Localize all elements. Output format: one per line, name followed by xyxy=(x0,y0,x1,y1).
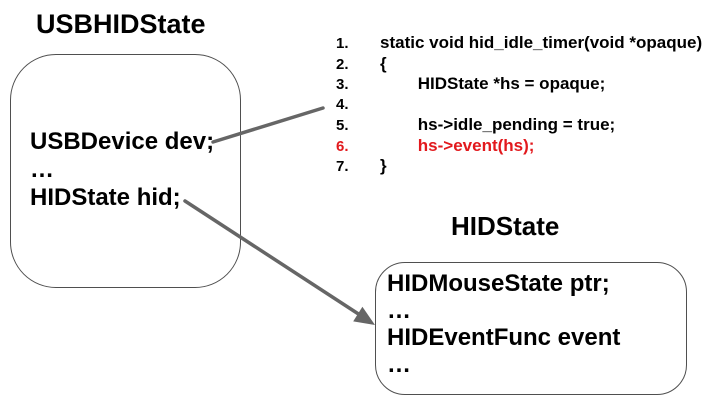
code-line-number: 2. xyxy=(336,55,349,73)
code-line-highlighted: 6. hs->event(hs); xyxy=(336,136,702,157)
code-line-text: hs->event(hs); xyxy=(380,135,535,155)
code-line: 7. } xyxy=(336,156,702,177)
struct-field: HIDState hid; xyxy=(30,184,181,211)
struct-field-ellipsis: … xyxy=(387,297,411,324)
usbhidstate-title: USBHIDState xyxy=(36,9,206,39)
arrowhead-icon xyxy=(353,306,375,325)
code-line-number: 4. xyxy=(336,95,349,113)
code-line-text: hs->idle_pending = true; xyxy=(380,115,616,134)
code-line: 1. static void hid_idle_timer(void *opaq… xyxy=(336,33,702,54)
code-line: 2. { xyxy=(336,54,702,75)
struct-field: USBDevice dev; xyxy=(30,128,215,155)
hidstate-title: HIDState xyxy=(451,211,560,241)
code-line-number: 6. xyxy=(336,137,349,155)
struct-field-ellipsis: … xyxy=(30,156,54,183)
code-line: 3. HIDState *hs = opaque; xyxy=(336,74,702,95)
hidstate-fields: HIDMouseState ptr; … HIDEventFunc event … xyxy=(387,270,620,378)
code-line-number: 1. xyxy=(336,35,349,52)
code-line: 4. xyxy=(336,95,702,116)
struct-field-ellipsis: … xyxy=(387,351,411,378)
code-snippet: 1. static void hid_idle_timer(void *opaq… xyxy=(336,33,702,177)
code-line-text: { xyxy=(380,53,387,73)
code-line-number: 3. xyxy=(336,76,349,93)
code-line-text: HIDState *hs = opaque; xyxy=(380,74,606,93)
code-line-number: 5. xyxy=(336,117,349,134)
usbhidstate-fields: USBDevice dev; … HIDState hid; xyxy=(30,128,214,212)
code-line-number: 7. xyxy=(336,158,349,175)
code-line-text: static void hid_idle_timer(void *opaque) xyxy=(380,33,703,52)
hidstate-struct-box xyxy=(375,262,687,395)
struct-field: HIDEventFunc event xyxy=(387,324,621,351)
struct-field: HIDMouseState ptr; xyxy=(387,270,610,297)
code-line-text: } xyxy=(380,156,387,175)
code-line: 5. hs->idle_pending = true; xyxy=(336,115,702,136)
